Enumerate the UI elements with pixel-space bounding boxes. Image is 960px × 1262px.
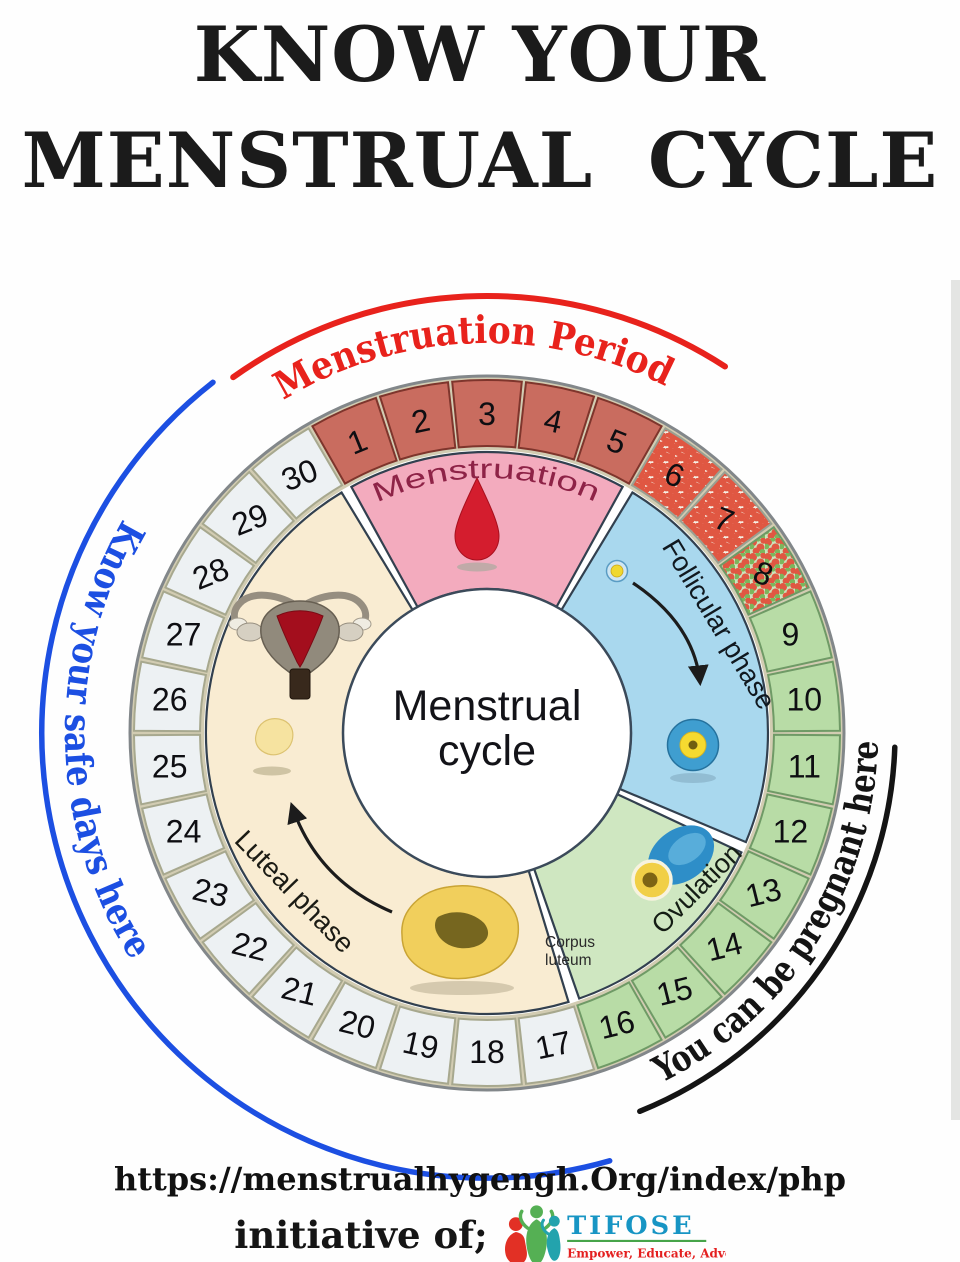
day-segment — [678, 470, 773, 565]
day-segment — [718, 849, 810, 941]
menstruation-period-arc — [230, 293, 728, 381]
day-number: 14 — [702, 925, 745, 969]
day-number: 15 — [653, 969, 696, 1013]
initiative-row: initiative of; TIFOSE Empower, Educate, … — [0, 1204, 960, 1262]
day-segment — [576, 396, 663, 485]
center-label-line-2: cycle — [438, 727, 536, 775]
day-number: 20 — [336, 1003, 379, 1047]
day-segment — [201, 901, 296, 996]
logo-people-icon — [504, 1205, 561, 1262]
day-number: 3 — [478, 396, 496, 432]
poster-title-line-2: MENSTRUAL CYCLE — [21, 116, 939, 205]
day-segment — [517, 381, 596, 461]
day-segment — [250, 946, 344, 1039]
uterus-graphic — [228, 591, 372, 700]
initiative-label: initiative of; — [234, 1213, 488, 1257]
day-number: 16 — [595, 1003, 638, 1047]
day-segment — [748, 590, 833, 673]
logo-tagline: Empower, Educate, Advocate. — [567, 1247, 726, 1261]
day-number: 19 — [400, 1024, 442, 1067]
day-number: 12 — [773, 814, 809, 850]
website-url: https://menstrualhygengh.Org/index/php — [113, 1160, 847, 1198]
day-segment — [718, 525, 810, 617]
day-segment — [378, 381, 457, 461]
follicular-arrow — [632, 581, 709, 687]
safe-days-arc — [39, 379, 613, 1181]
day-number: 26 — [152, 682, 188, 718]
day-segment — [250, 427, 344, 520]
logo-name: TIFOSE — [567, 1211, 694, 1241]
corpus-luteum-label-line-2: luteum — [545, 952, 592, 969]
day-number: 21 — [278, 969, 321, 1013]
day-number: 17 — [532, 1024, 574, 1067]
day-segment — [576, 981, 663, 1070]
day-segment — [132, 733, 208, 806]
day-segment — [678, 901, 773, 996]
day-number: 23 — [189, 871, 232, 915]
luteal-arrow — [287, 802, 393, 914]
day-segment — [517, 1005, 596, 1085]
day-number: 25 — [152, 748, 188, 784]
scan-artifact — [951, 280, 960, 1120]
day-number: 24 — [166, 814, 202, 850]
early-corpus-blob — [253, 718, 294, 776]
poster-title-line-1: KNOW YOUR — [193, 10, 767, 99]
day-number: 13 — [742, 871, 785, 915]
day-number: 9 — [782, 616, 800, 652]
corpus-luteum-label-line-1: Corpus — [545, 934, 595, 951]
day-number: 11 — [788, 748, 821, 784]
day-segment — [164, 525, 256, 617]
tifose-logo: TIFOSE Empower, Educate, Advocate. — [504, 1205, 726, 1262]
day-number: 22 — [228, 925, 271, 969]
day-segment — [311, 981, 398, 1070]
day-segment — [766, 733, 842, 806]
day-segment — [748, 793, 833, 876]
day-segment — [201, 470, 296, 565]
day-segment — [141, 793, 226, 876]
pregnant-here-arc — [637, 744, 898, 1115]
blood-drop-icon — [454, 476, 500, 572]
day-segment — [451, 1017, 523, 1087]
day-segment — [164, 849, 256, 941]
day-segment — [451, 379, 523, 449]
day-segment — [766, 660, 842, 733]
day-number: 18 — [469, 1034, 505, 1070]
day-segment — [311, 396, 398, 485]
day-segment — [378, 1005, 457, 1085]
day-segment — [630, 427, 724, 520]
center-label-line-1: Menstrual — [393, 682, 582, 730]
day-number: 27 — [166, 616, 202, 652]
day-segment — [630, 946, 724, 1039]
day-number: 10 — [787, 682, 823, 718]
day-segment — [132, 660, 208, 733]
day-segment — [141, 590, 226, 673]
center-circle — [341, 587, 633, 879]
follicle-graphic — [605, 559, 720, 783]
